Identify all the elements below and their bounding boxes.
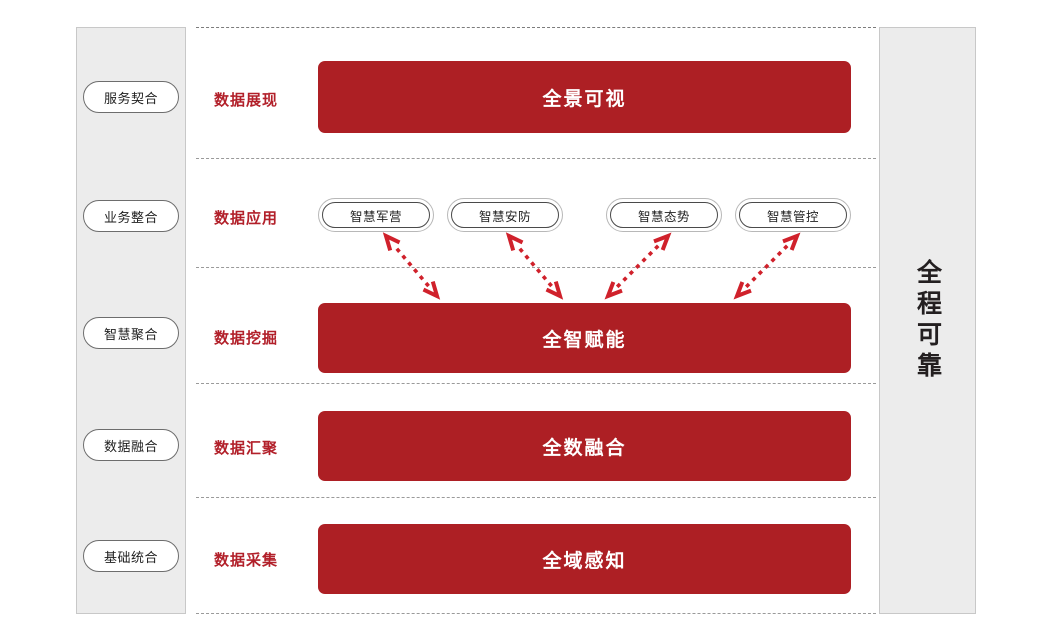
arrow-link-2 [505, 232, 564, 300]
app-pill-label: 智慧管控 [766, 209, 819, 224]
capability-bar-label: 全智赋能 [542, 329, 627, 351]
stage-pill-label: 数据融合 [103, 438, 158, 454]
app-pill-inner: 智慧安防 [451, 202, 559, 228]
arrow-head [422, 281, 441, 300]
layer-label-application: 数据应用 [214, 210, 279, 227]
arrow-link-1 [382, 232, 441, 300]
arrow-head [545, 281, 564, 300]
stage-pill-data-fusion[interactable]: 数据融合 [83, 429, 179, 461]
row-separator-top [196, 27, 876, 28]
capability-bar-perception[interactable]: 全域感知 [318, 524, 851, 594]
reliability-caption: 全程可靠 [913, 258, 942, 383]
app-pill-label: 智慧安防 [478, 209, 531, 224]
arrow-head [653, 232, 672, 251]
app-pill-inner: 智慧管控 [739, 202, 847, 228]
row-separator-4 [196, 497, 876, 498]
stage-pill-intelligence[interactable]: 智慧聚合 [83, 317, 179, 349]
capability-bar-empowerment[interactable]: 全智赋能 [318, 303, 851, 373]
capability-bar-label: 全域感知 [542, 550, 627, 572]
app-pill-label: 智慧军营 [349, 209, 402, 224]
row-separator-1 [196, 158, 876, 159]
arrow-head [604, 281, 623, 300]
app-pill-smart-security[interactable]: 智慧安防 [447, 198, 563, 232]
arrow-head [733, 281, 752, 300]
stage-pill-foundation[interactable]: 基础统合 [83, 540, 179, 572]
arrow-head [782, 232, 801, 251]
layer-label-presentation: 数据展现 [214, 92, 279, 109]
capability-bar-label: 全景可视 [542, 88, 627, 110]
stage-pill-label: 业务整合 [103, 209, 158, 225]
arrow-link-4 [733, 232, 801, 300]
arrow-head [382, 232, 401, 251]
app-pill-inner: 智慧军营 [322, 202, 430, 228]
stage-pill-label: 智慧聚合 [103, 326, 158, 342]
app-pill-inner: 智慧态势 [610, 202, 718, 228]
arrow-shaft [516, 244, 553, 288]
row-separator-2 [196, 267, 876, 268]
layer-label-aggregation: 数据汇聚 [214, 440, 279, 457]
layer-label-collection: 数据采集 [214, 552, 279, 569]
arrow-shaft [393, 244, 430, 288]
app-pill-smart-situation[interactable]: 智慧态势 [606, 198, 722, 232]
integration-stage-panel: 服务契合 业务整合 智慧聚合 数据融合 基础统合 [76, 27, 186, 614]
app-pill-smart-control[interactable]: 智慧管控 [735, 198, 851, 232]
arrow-head [505, 232, 524, 251]
stage-pill-service[interactable]: 服务契合 [83, 81, 179, 113]
arrow-shaft [615, 243, 661, 289]
capability-bar-label: 全数融合 [542, 437, 627, 459]
row-separator-3 [196, 383, 876, 384]
stage-pill-label: 基础统合 [103, 549, 158, 565]
capability-bar-panoramic[interactable]: 全景可视 [318, 61, 851, 133]
row-separator-bottom [196, 613, 876, 614]
app-pill-smart-barracks[interactable]: 智慧军营 [318, 198, 434, 232]
arrow-shaft [744, 243, 790, 289]
arrow-link-3 [604, 232, 672, 300]
reliability-panel: 全程可靠 [879, 27, 976, 614]
app-pill-label: 智慧态势 [637, 209, 690, 224]
capability-bar-fusion[interactable]: 全数融合 [318, 411, 851, 481]
stage-pill-label: 服务契合 [103, 90, 158, 106]
layer-label-mining: 数据挖掘 [214, 330, 279, 347]
stage-pill-business[interactable]: 业务整合 [83, 200, 179, 232]
reliability-caption-wrap: 全程可靠 [880, 28, 975, 613]
